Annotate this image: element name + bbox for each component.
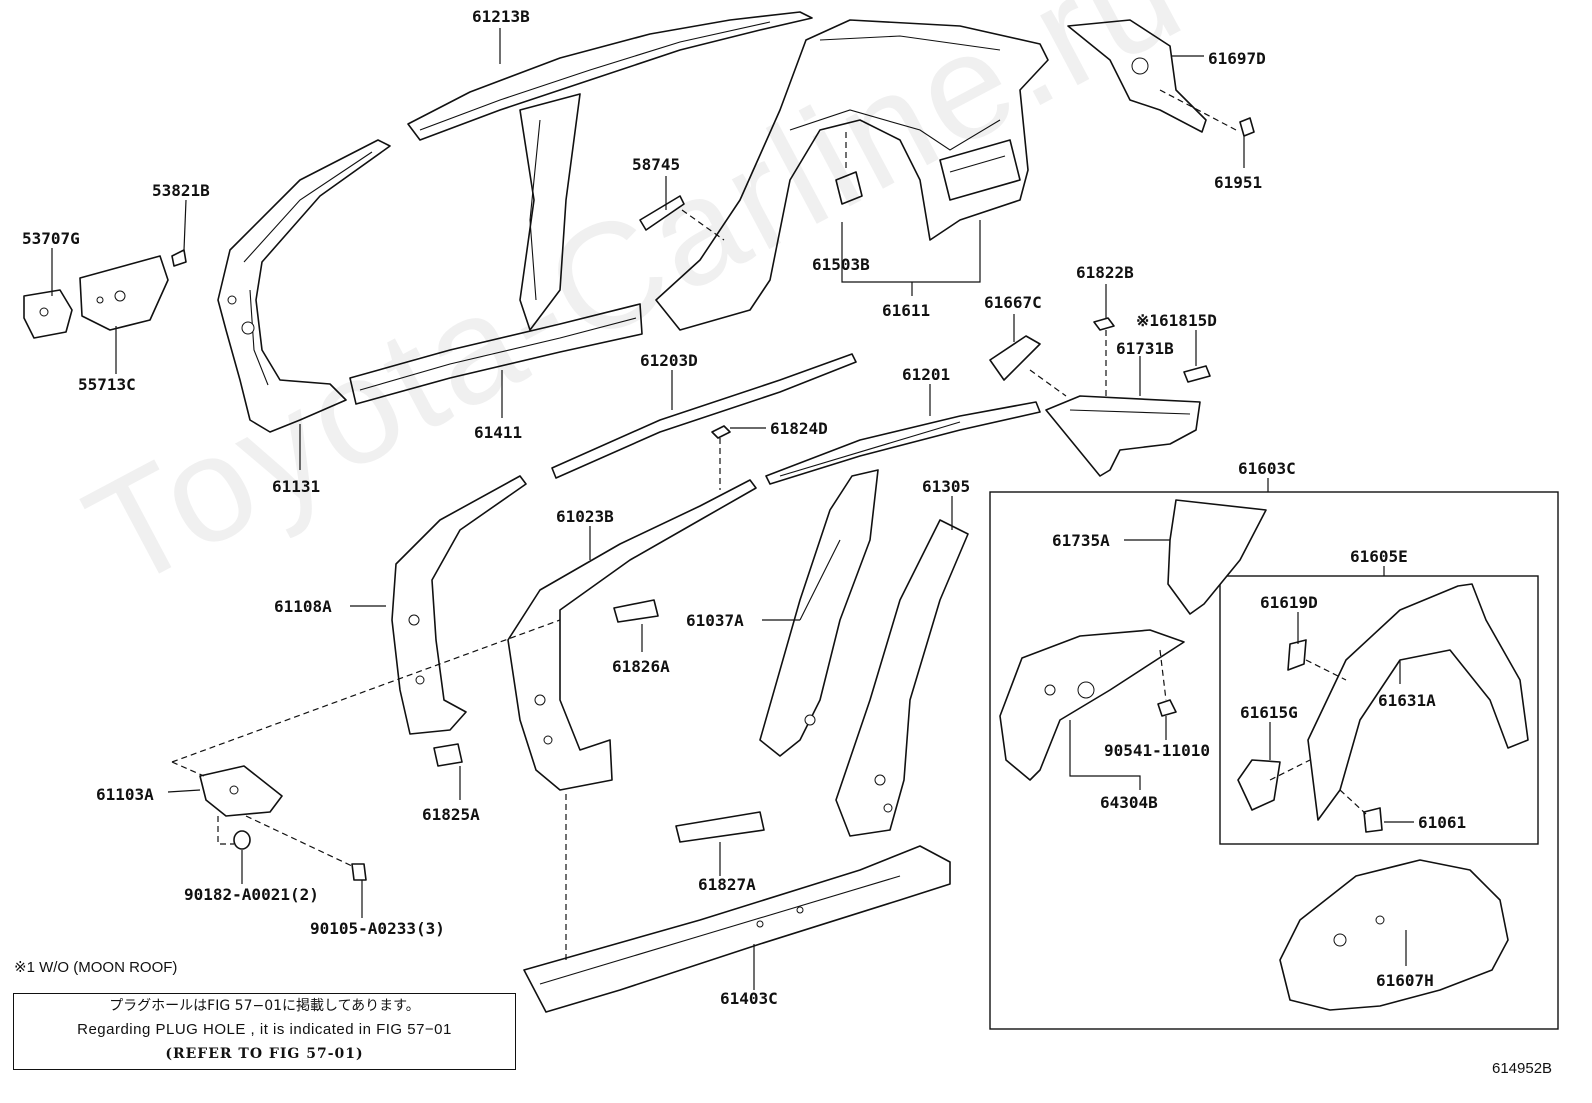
- label-61023B: 61023B: [556, 507, 614, 526]
- note-japanese: プラグホールはFIG 57−01に掲載してあります。: [109, 998, 420, 1014]
- label-90541-11010: 90541-11010: [1104, 741, 1210, 760]
- label-61201: 61201: [902, 365, 950, 384]
- part-55713C: [79, 255, 169, 331]
- label-61037A: 61037A: [686, 611, 744, 630]
- label-90105-A0233: 90105-A0233(3): [310, 919, 445, 938]
- footnote-moon-roof: ※1 W/O (MOON ROOF): [14, 959, 178, 976]
- part-61735A: [1167, 499, 1267, 615]
- label-61061: 61061: [1418, 813, 1466, 832]
- label-90182-A0021: 90182-A0021(2): [184, 885, 319, 904]
- part-64304B: [999, 629, 1185, 781]
- label-53707G: 53707G: [22, 229, 80, 248]
- label-61131: 61131: [272, 477, 320, 496]
- label-61213B: 61213B: [472, 7, 530, 26]
- label-61615G: 61615G: [1240, 703, 1298, 722]
- part-61827A: [675, 811, 765, 843]
- part-90182-A0021: [233, 830, 251, 850]
- group-61603C: [989, 491, 1559, 1030]
- figure-id: 614952B: [1492, 1060, 1553, 1077]
- part-61731B: [1045, 395, 1201, 477]
- label-61411: 61411: [474, 423, 522, 442]
- plug-hole-note: プラグホールはFIG 57−01に掲載してあります。 Regarding PLU…: [13, 993, 516, 1070]
- label-61603C: 61603C: [1238, 459, 1296, 478]
- part-61697D: [1067, 19, 1207, 133]
- part-61403C: [523, 845, 951, 1013]
- part-53707G: [23, 289, 73, 339]
- label-61951: 61951: [1214, 173, 1262, 192]
- label-61731B: 61731B: [1116, 339, 1174, 358]
- label-61827A: 61827A: [698, 875, 756, 894]
- leader-lines: [51, 28, 1414, 990]
- label-61605E: 61605E: [1350, 547, 1408, 566]
- part-61411: [349, 93, 643, 405]
- label-58745: 58745: [632, 155, 680, 174]
- part-61037A: [759, 469, 879, 757]
- part-61615G: [1237, 759, 1281, 811]
- label-53821B: 53821B: [152, 181, 210, 200]
- part-61631A: [1307, 583, 1529, 821]
- label-61697D: 61697D: [1208, 49, 1266, 68]
- part-61824D: [711, 425, 731, 439]
- label-61667C: 61667C: [984, 293, 1042, 312]
- label-61611: 61611: [882, 301, 930, 320]
- label-64304B: 64304B: [1100, 793, 1158, 812]
- part-61108A: [391, 475, 527, 735]
- part-61305: [835, 519, 969, 837]
- note-english: Regarding PLUG HOLE , it is indicated in…: [77, 1021, 452, 1038]
- part-61826A: [613, 599, 659, 623]
- part-61619D: [1287, 639, 1307, 671]
- part-61815D: [1183, 365, 1211, 383]
- label-61735A: 61735A: [1052, 531, 1110, 550]
- label-61826A: 61826A: [612, 657, 670, 676]
- label-61822B: 61822B: [1076, 263, 1134, 282]
- part-61951: [1239, 117, 1255, 137]
- label-61824D: 61824D: [770, 419, 828, 438]
- label-61108A: 61108A: [274, 597, 332, 616]
- part-labels: 61213B 53821B 53707G 55713C 58745 61503B…: [22, 7, 1466, 1008]
- label-61403C: 61403C: [720, 989, 778, 1008]
- part-90541-11010: [1157, 699, 1177, 717]
- label-61103A: 61103A: [96, 785, 154, 804]
- part-61203D: [551, 353, 857, 479]
- label-61607H: 61607H: [1376, 971, 1434, 990]
- part-61825A: [433, 743, 463, 767]
- label-61305: 61305: [922, 477, 970, 496]
- part-61213B: [407, 11, 813, 141]
- part-61023B: [507, 479, 757, 791]
- part-61061: [1363, 807, 1383, 833]
- part-61607H: [1279, 859, 1509, 1011]
- label-61203D: 61203D: [640, 351, 698, 370]
- part-61131: [217, 139, 391, 433]
- part-61103A: [199, 765, 283, 817]
- part-61201: [765, 401, 1041, 485]
- label-61631A: 61631A: [1378, 691, 1436, 710]
- part-90105-A0233: [351, 863, 367, 881]
- label-55713C: 55713C: [78, 375, 136, 394]
- part-61822B: [1093, 317, 1115, 331]
- label-61815D: ※161815D: [1136, 311, 1217, 330]
- part-61611: [639, 19, 1049, 331]
- label-61503B: 61503B: [812, 255, 870, 274]
- label-61619D: 61619D: [1260, 593, 1318, 612]
- note-reference: (REFER TO FIG 57-01): [165, 1046, 364, 1062]
- part-61667C: [989, 335, 1041, 381]
- dashed-lines: [171, 89, 1367, 960]
- label-61825A: 61825A: [422, 805, 480, 824]
- part-53821B: [171, 249, 187, 267]
